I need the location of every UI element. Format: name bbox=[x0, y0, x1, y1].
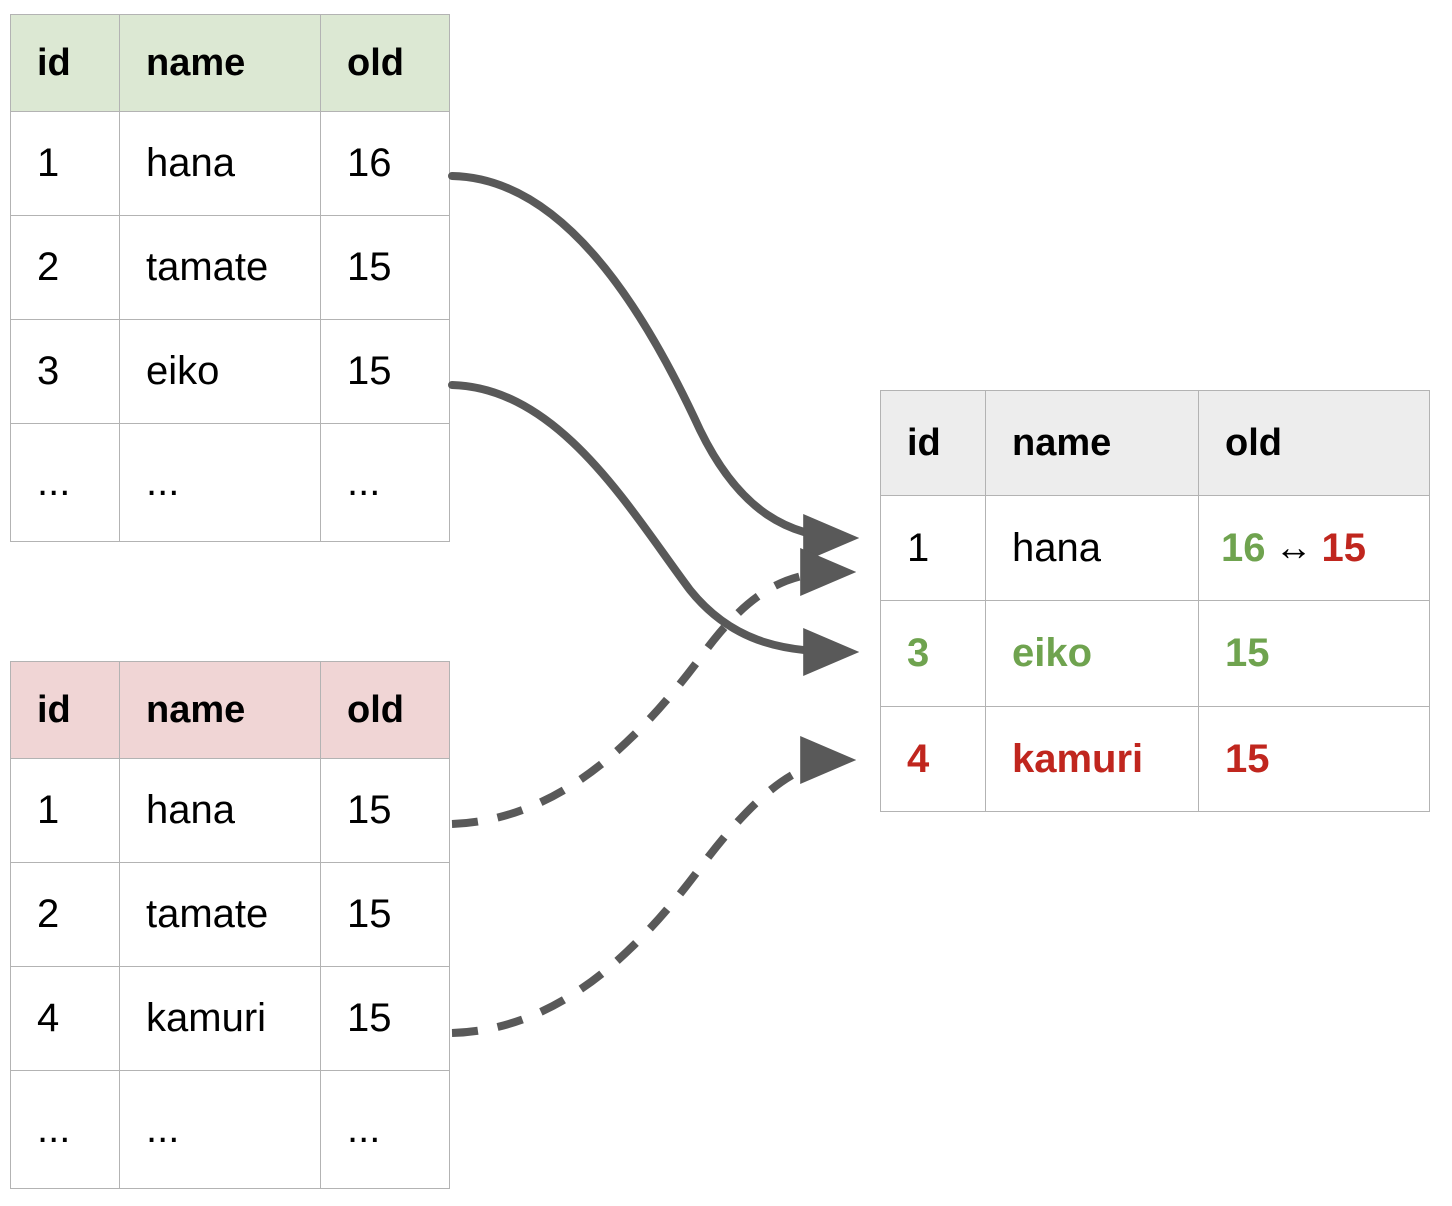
source-pink-cell-name: hana bbox=[119, 758, 321, 863]
source-green-cell-name-ellipsis: ... bbox=[119, 423, 321, 542]
source-green-header-id: id bbox=[10, 14, 120, 112]
source-table-pink: id name old 1 hana 15 2 tamate 15 4 kamu… bbox=[10, 661, 450, 1189]
source-pink-cell-name: kamuri bbox=[119, 966, 321, 1071]
source-green-cell-name: tamate bbox=[119, 215, 321, 320]
result-cell-id: 4 bbox=[880, 706, 986, 812]
source-pink-cell-name: tamate bbox=[119, 862, 321, 967]
result-header-id: id bbox=[880, 390, 986, 496]
source-pink-header-id: id bbox=[10, 661, 120, 759]
source-green-cell-old: 15 bbox=[320, 215, 450, 320]
arrow-green-row3-to-result-row2 bbox=[448, 381, 860, 676]
source-green-cell-name: hana bbox=[119, 111, 321, 216]
source-pink-cell-id: 2 bbox=[10, 862, 120, 967]
source-pink-cell-id: 4 bbox=[10, 966, 120, 1071]
source-green-cell-id-ellipsis: ... bbox=[10, 423, 120, 542]
source-green-cell-old: 16 bbox=[320, 111, 450, 216]
source-green-cell-id: 1 bbox=[10, 111, 120, 216]
source-table-green: id name old 1 hana 16 2 tamate 15 3 eiko… bbox=[10, 14, 450, 542]
result-cell-old: 15 bbox=[1198, 600, 1430, 707]
arrow-pink-row1-to-result-row1 bbox=[451, 548, 857, 828]
result-cell-id: 3 bbox=[880, 600, 986, 707]
result-cell-old: 15 bbox=[1198, 706, 1430, 812]
source-green-cell-old: 15 bbox=[320, 319, 450, 424]
result-cell-old-conflict: 16 ↔ 15 bbox=[1198, 495, 1430, 601]
source-pink-cell-old-ellipsis: ... bbox=[320, 1070, 450, 1189]
source-pink-cell-id-ellipsis: ... bbox=[10, 1070, 120, 1189]
result-old-value-left: 16 bbox=[1221, 525, 1266, 570]
source-green-header-old: old bbox=[320, 14, 450, 112]
source-green-cell-id: 2 bbox=[10, 215, 120, 320]
result-cell-name: kamuri bbox=[985, 706, 1199, 812]
source-green-cell-old-ellipsis: ... bbox=[320, 423, 450, 542]
result-header-name: name bbox=[985, 390, 1199, 496]
source-pink-cell-id: 1 bbox=[10, 758, 120, 863]
source-pink-cell-old: 15 bbox=[320, 758, 450, 863]
source-pink-header-old: old bbox=[320, 661, 450, 759]
result-old-value-right: 15 bbox=[1321, 525, 1367, 570]
swap-arrow-icon: ↔ bbox=[1274, 526, 1313, 569]
source-pink-cell-old: 15 bbox=[320, 862, 450, 967]
result-header-old: old bbox=[1198, 390, 1430, 496]
source-pink-cell-old: 15 bbox=[320, 966, 450, 1071]
result-cell-name: hana bbox=[985, 495, 1199, 601]
result-table: id name old 1 hana 16 ↔ 15 3 eiko 15 4 k… bbox=[880, 390, 1430, 812]
arrow-green-row1-to-result-row1 bbox=[448, 172, 860, 562]
arrow-pink-row4-to-result-row3 bbox=[451, 736, 857, 1037]
source-green-cell-id: 3 bbox=[10, 319, 120, 424]
source-green-header-name: name bbox=[119, 14, 321, 112]
source-green-cell-name: eiko bbox=[119, 319, 321, 424]
source-pink-header-name: name bbox=[119, 661, 321, 759]
result-cell-name: eiko bbox=[985, 600, 1199, 707]
source-pink-cell-name-ellipsis: ... bbox=[119, 1070, 321, 1189]
result-cell-id: 1 bbox=[880, 495, 986, 601]
